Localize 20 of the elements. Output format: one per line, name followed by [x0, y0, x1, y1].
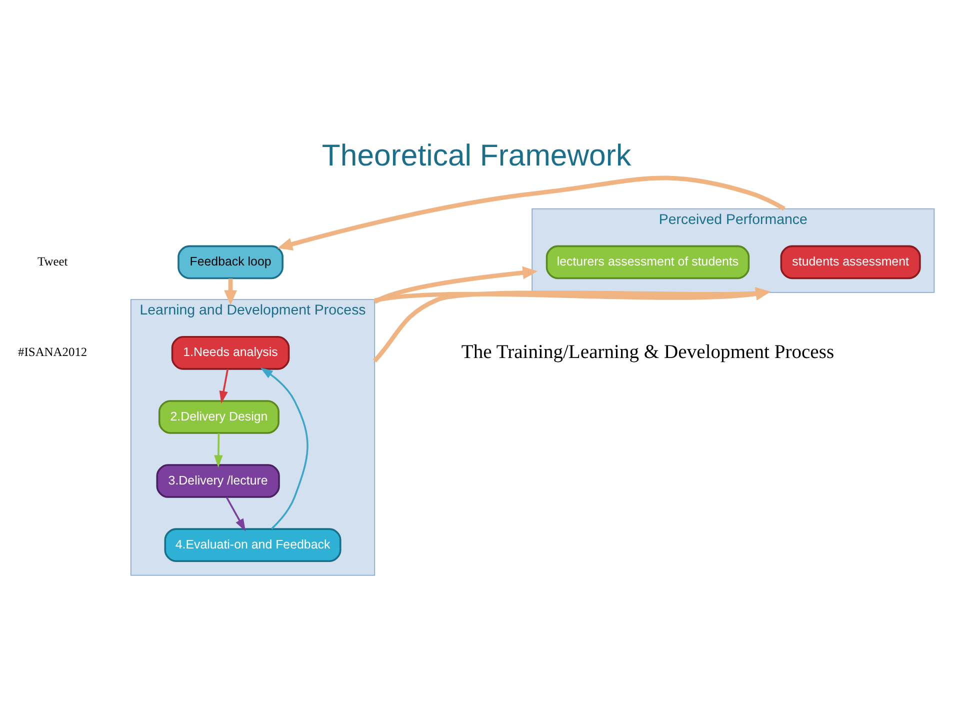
node-box: lecturers assessment of students	[546, 245, 750, 280]
arrow	[219, 369, 229, 404]
label: #ISANA2012	[18, 345, 88, 360]
arrow	[214, 433, 223, 468]
arrow	[277, 176, 786, 251]
arrow	[372, 287, 771, 362]
arrow	[374, 266, 538, 304]
caption: The Training/Learning & Development Process	[461, 342, 834, 363]
arrow	[226, 496, 246, 532]
diagram-title: Theoretical Framework	[322, 139, 632, 172]
node-box: 2.Delivery Design	[158, 400, 280, 434]
label: Tweet	[38, 254, 68, 268]
arrow	[224, 278, 238, 306]
node-box: 3.Delivery /lecture	[156, 464, 280, 498]
node-box: 1.Needs analysis	[171, 336, 290, 370]
arrow	[260, 368, 308, 530]
node-box: 4.Evaluati-on and Feedback	[164, 528, 342, 562]
node-box: Feedback loop	[178, 245, 284, 280]
arrow	[374, 287, 771, 303]
node-box: students assessment	[780, 245, 921, 280]
